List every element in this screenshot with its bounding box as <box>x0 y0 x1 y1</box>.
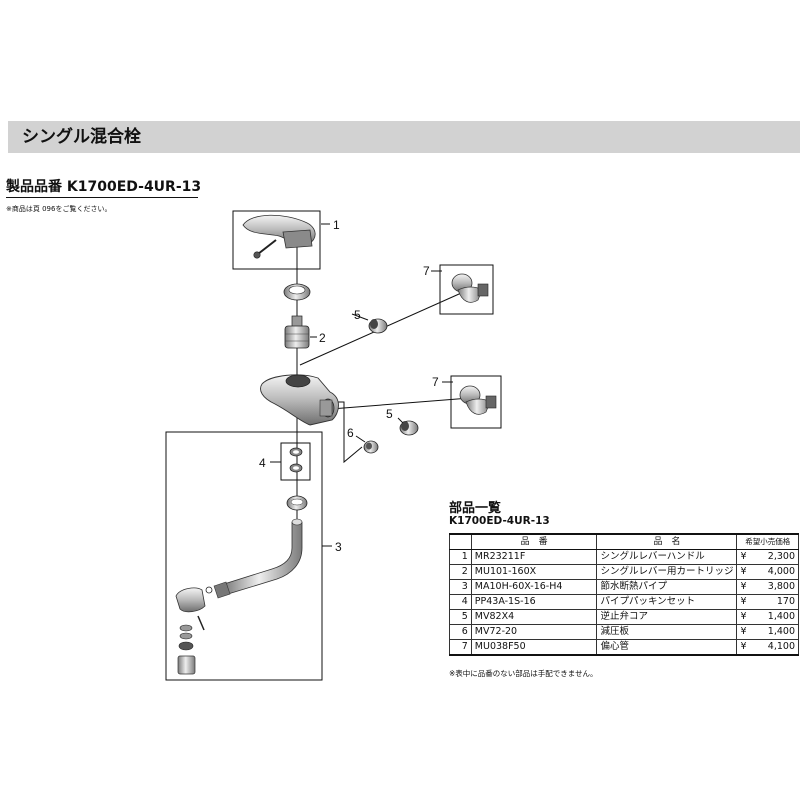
row-no: 5 <box>449 609 472 625</box>
row-name: シングルレバーハンドル <box>596 549 738 565</box>
price-value: 1,400 <box>767 611 795 622</box>
callout-7-lower: 7 <box>432 375 439 389</box>
currency-symbol: ¥ <box>740 581 747 592</box>
currency-symbol: ¥ <box>740 626 747 637</box>
row-price: ¥1,400 <box>736 624 799 640</box>
currency-symbol: ¥ <box>740 596 747 607</box>
currency-symbol: ¥ <box>740 566 747 577</box>
row-no: 1 <box>449 549 472 565</box>
product-code: K1700ED-4UR-13 <box>66 179 202 195</box>
price-value: 2,300 <box>767 551 795 562</box>
callout-3: 3 <box>335 540 342 554</box>
product-heading: 製品品番 K1700ED-4UR-13 <box>6 176 201 196</box>
part-1-frame <box>232 210 321 270</box>
cartridge-part-2 <box>284 315 310 349</box>
product-label: 製品品番 <box>6 179 62 195</box>
part-7-lower-frame <box>450 375 502 429</box>
row-price: ¥1,400 <box>736 609 799 625</box>
header-part-no: 品 番 <box>470 533 598 550</box>
row-no: 4 <box>449 594 472 610</box>
table-row: 2 MU101-160X シングルレバー用カートリッジ ¥4,000 <box>449 564 799 580</box>
section-title: シングル混合栓 <box>22 127 141 147</box>
header-no <box>449 533 472 550</box>
table-row: 1 MR23211F シングルレバーハンドル ¥2,300 <box>449 549 799 565</box>
callout-7-upper: 7 <box>423 264 430 278</box>
row-price: ¥3,800 <box>736 579 799 595</box>
row-part-no: MU038F50 <box>470 639 598 656</box>
row-name: パイプパッキンセット <box>596 594 738 610</box>
row-name: シングルレバー用カートリッジ <box>596 564 738 580</box>
note-top: ※商品は頁 096をご覧ください。 <box>6 205 112 213</box>
row-no: 2 <box>449 564 472 580</box>
row-price: ¥4,100 <box>736 639 799 656</box>
section-title-bar: シングル混合栓 <box>8 121 800 153</box>
header-name: 品 名 <box>596 533 738 550</box>
row-part-no: MV72-20 <box>470 624 598 640</box>
header-price: 希望小売価格 <box>736 533 799 550</box>
row-part-no: MR23211F <box>470 549 598 565</box>
row-part-no: PP43A-1S-16 <box>470 594 598 610</box>
eccentric-pipe-lower-part-7 <box>459 385 497 415</box>
callout-2: 2 <box>319 331 326 345</box>
check-valve-upper-part-5 <box>368 318 388 334</box>
faucet-body <box>260 374 339 426</box>
ring-nut <box>283 283 311 301</box>
price-value: 1,400 <box>767 626 795 637</box>
price-value: 170 <box>776 596 795 607</box>
row-part-no: MV82X4 <box>470 609 598 625</box>
check-valve-lower-part-5 <box>399 420 419 436</box>
callout-5-upper: 5 <box>354 308 361 322</box>
callout-4: 4 <box>259 456 266 470</box>
table-row: 5 MV82X4 逆止弁コア ¥1,400 <box>449 609 799 625</box>
table-row: 3 MA10H-60X-16-H4 節水断熱パイプ ¥3,800 <box>449 579 799 595</box>
currency-symbol: ¥ <box>740 641 747 652</box>
row-price: ¥2,300 <box>736 549 799 565</box>
parts-list-title: 部品一覧 <box>449 501 502 516</box>
currency-symbol: ¥ <box>740 551 747 562</box>
table-row: 7 MU038F50 偏心管 ¥4,100 <box>449 639 799 656</box>
note-bottom: ※表中に品番のない部品は手配できません。 <box>449 669 598 678</box>
row-no: 6 <box>449 624 472 640</box>
row-no: 3 <box>449 579 472 595</box>
currency-symbol: ¥ <box>740 611 747 622</box>
callout-5-lower: 5 <box>386 407 393 421</box>
parts-list-product-code: K1700ED-4UR-13 <box>449 515 550 527</box>
table-row: 4 PP43A-1S-16 パイプパッキンセット ¥170 <box>449 594 799 610</box>
handle-part-1 <box>242 214 316 259</box>
part-7-upper-frame <box>439 264 494 315</box>
price-value: 4,000 <box>767 566 795 577</box>
price-value: 3,800 <box>767 581 795 592</box>
row-name: 偏心管 <box>596 639 738 656</box>
pressure-plate-part-6 <box>363 440 379 454</box>
row-name: 節水断熱パイプ <box>596 579 738 595</box>
row-price: ¥4,000 <box>736 564 799 580</box>
parts-table-header: 品 番 品 名 希望小売価格 <box>449 533 799 550</box>
price-value: 4,100 <box>767 641 795 652</box>
row-price: ¥170 <box>736 594 799 610</box>
part-3-frame <box>165 431 323 681</box>
table-row: 6 MV72-20 減圧板 ¥1,400 <box>449 624 799 640</box>
callout-1: 1 <box>333 218 340 232</box>
eccentric-pipe-upper-part-7 <box>451 273 489 303</box>
row-name: 減圧板 <box>596 624 738 640</box>
spout-pipe-part-3 <box>175 495 308 675</box>
heading-underline <box>6 197 198 198</box>
row-part-no: MU101-160X <box>470 564 598 580</box>
packing-set-part-4 <box>289 447 303 473</box>
row-name: 逆止弁コア <box>596 609 738 625</box>
parts-table: 品 番 品 名 希望小売価格 1 MR23211F シングルレバーハンドル ¥2… <box>449 533 799 656</box>
row-no: 7 <box>449 639 472 656</box>
row-part-no: MA10H-60X-16-H4 <box>470 579 598 595</box>
callout-6: 6 <box>347 426 354 440</box>
